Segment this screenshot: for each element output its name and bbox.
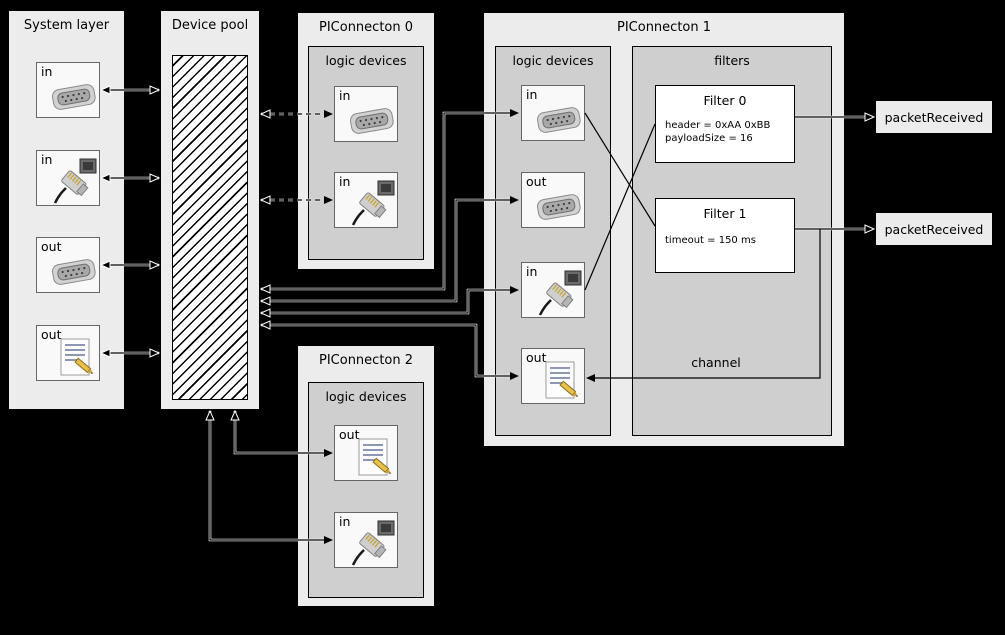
system-device-in-ethernet: in xyxy=(36,150,100,206)
piconnecton1-device-in-serial: in xyxy=(521,85,585,141)
device-label: in xyxy=(41,64,53,79)
serial-port-icon xyxy=(537,107,581,133)
filter0-node: Filter 0 header = 0xAA 0xBB payloadSize … xyxy=(655,85,795,163)
ethernet-icon xyxy=(351,180,395,226)
device-label: in xyxy=(526,264,538,279)
file-icon xyxy=(545,361,578,399)
filter1-timeout-line: timeout = 150 ms xyxy=(665,235,756,246)
device-label: out xyxy=(526,350,547,365)
packet-received-node-1: packetReceived xyxy=(875,212,993,246)
piconnecton0-title: PIConnecton 0 xyxy=(318,20,414,35)
packet-received-node-0: packetReceived xyxy=(875,100,993,134)
piconnecton1-filters-label: filters xyxy=(714,53,750,68)
filter1-node: Filter 1 timeout = 150 ms xyxy=(655,198,795,273)
piconnecton1-title: PIConnecton 1 xyxy=(616,20,712,35)
device-label: in xyxy=(41,152,53,167)
piconnecton0-device-in-serial: in xyxy=(334,86,398,142)
ethernet-icon xyxy=(538,270,582,316)
piconnecton2-device-out-file: out xyxy=(334,425,398,481)
device-label: out xyxy=(526,174,547,189)
file-icon xyxy=(60,338,93,376)
piconnecton2-logic-devices-label: logic devices xyxy=(325,389,407,404)
piconnecton2-device-in-ethernet: in xyxy=(334,512,398,568)
serial-port-icon xyxy=(52,84,96,110)
system-device-out-serial: out xyxy=(36,237,100,293)
serial-port-icon xyxy=(52,259,96,285)
file-icon xyxy=(358,438,391,476)
piconnecton0-device-in-ethernet: in xyxy=(334,172,398,228)
device-label: in xyxy=(526,87,538,102)
system-layer-title: System layer xyxy=(23,18,110,33)
piconnecton1-device-out-file: out xyxy=(521,348,585,404)
piconnecton0-logic-devices-label: logic devices xyxy=(325,53,407,68)
packet-received-label: packetReceived xyxy=(884,109,984,125)
device-label: in xyxy=(339,88,351,103)
piconnecton1-logic-devices-label: logic devices xyxy=(512,53,594,68)
serial-port-icon xyxy=(350,108,394,134)
device-label: in xyxy=(339,174,351,189)
device-label: out xyxy=(339,427,360,442)
ethernet-icon xyxy=(351,520,395,566)
ethernet-icon xyxy=(53,158,97,204)
device-pool-hatch xyxy=(172,55,248,400)
channel-label: channel xyxy=(691,355,741,370)
packet-received-label: packetReceived xyxy=(884,221,984,237)
filter0-header-line: header = 0xAA 0xBB xyxy=(665,120,771,131)
device-label: out xyxy=(41,327,62,342)
device-label: out xyxy=(41,239,62,254)
piconnecton2-title: PIConnecton 2 xyxy=(318,353,414,368)
filter0-payload-line: payloadSize = 16 xyxy=(665,133,753,144)
piconnecton1-device-out-serial: out xyxy=(521,172,585,228)
filter0-title: Filter 0 xyxy=(703,93,747,108)
device-pool-title: Device pool xyxy=(171,18,249,33)
piconnecton1-device-in-ethernet: in xyxy=(521,262,585,318)
device-label: in xyxy=(339,514,351,529)
system-device-in-serial: in xyxy=(36,62,100,118)
system-device-out-file: out xyxy=(36,325,100,381)
filter1-title: Filter 1 xyxy=(703,206,747,221)
serial-port-icon xyxy=(537,194,581,220)
